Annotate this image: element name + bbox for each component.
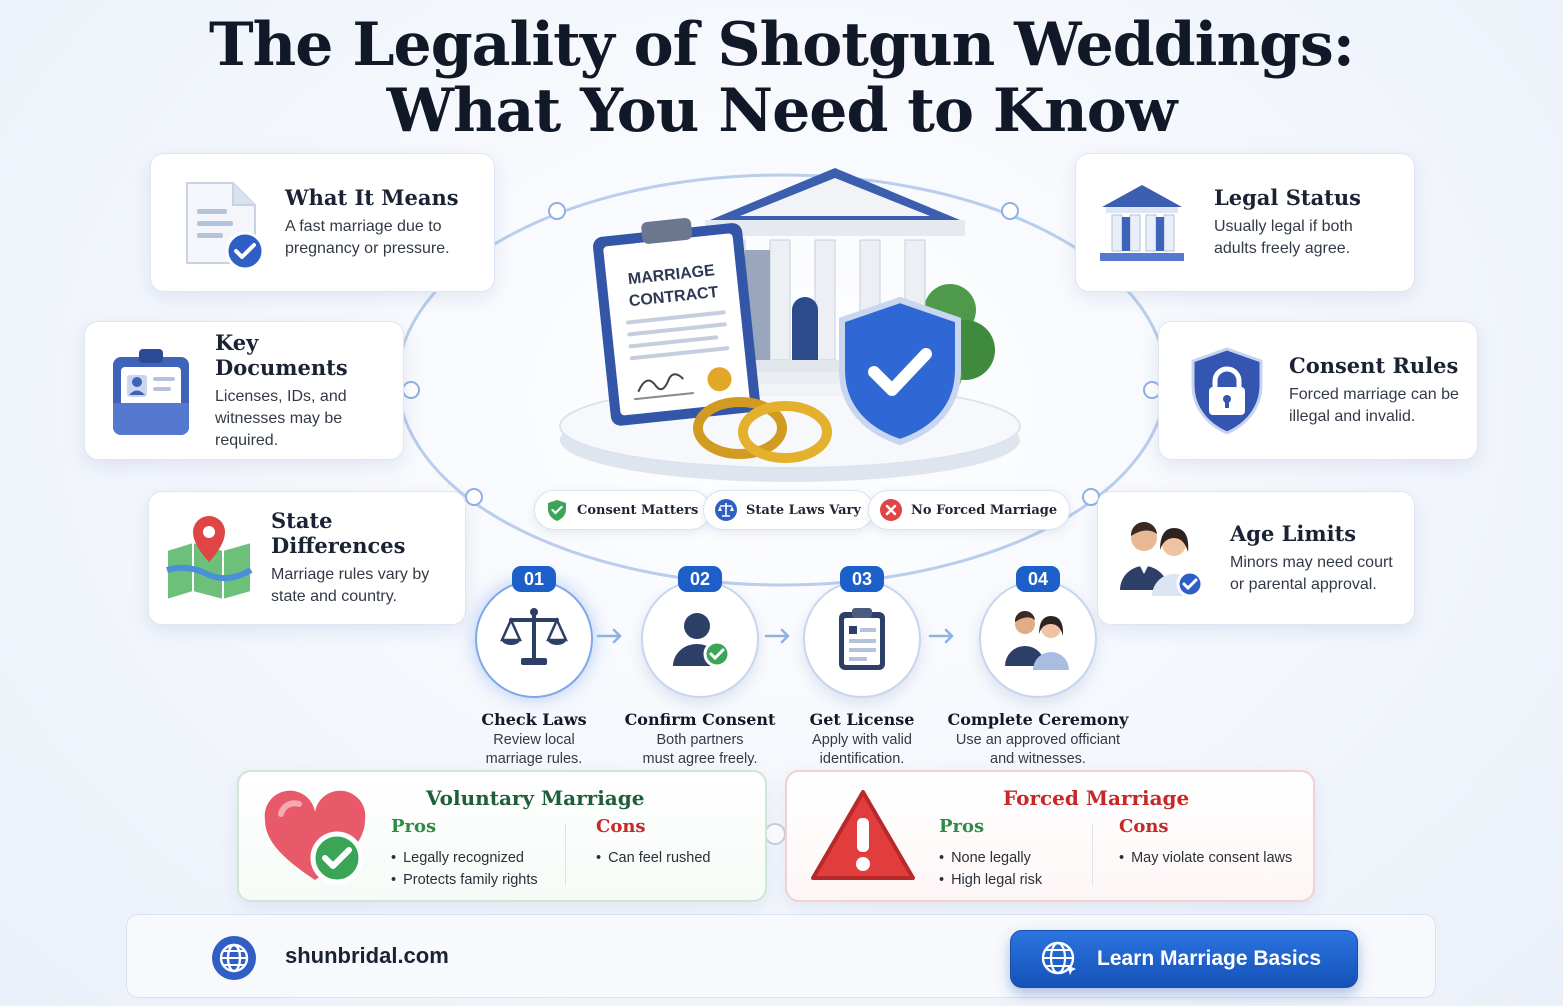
list-item: High legal risk bbox=[939, 869, 1042, 891]
step-number: 02 bbox=[678, 566, 722, 592]
arrow-right-icon bbox=[764, 628, 790, 644]
card-heading: Consent Rules bbox=[1289, 353, 1459, 378]
step-number: 04 bbox=[1016, 566, 1060, 592]
globe-icon bbox=[212, 936, 256, 980]
warning-icon bbox=[811, 790, 915, 880]
pill-label: No Forced Marriage bbox=[911, 502, 1058, 518]
divider bbox=[1092, 824, 1093, 886]
couple-icon bbox=[1005, 610, 1069, 670]
card-text: Minors may need court or parental approv… bbox=[1230, 553, 1393, 593]
step-desc-line-1: Use an approved officiant bbox=[955, 732, 1121, 748]
id-clipboard-icon bbox=[113, 348, 189, 435]
card-heading: Age Limits bbox=[1230, 520, 1357, 546]
step-circle bbox=[475, 580, 593, 698]
list-item: Can feel rushed bbox=[596, 847, 710, 869]
learn-marriage-basics-button[interactable]: Learn Marriage Basics bbox=[1010, 930, 1358, 988]
forced-marriage-box: Forced Marriage Pros None legally High l… bbox=[785, 770, 1315, 902]
step-desc-line-1: Review local bbox=[493, 732, 575, 748]
step-check-laws: 01 Check Laws Review local marriage rule… bbox=[454, 566, 614, 769]
pill-state-laws-vary: State Laws Vary bbox=[703, 490, 874, 530]
step-desc-line-2: identification. bbox=[819, 751, 905, 767]
card-text: Licenses, IDs, and witnesses may be requ… bbox=[215, 387, 347, 449]
step-title: Complete Ceremony bbox=[947, 710, 1129, 729]
step-title: Get License bbox=[809, 710, 915, 729]
scales-icon bbox=[500, 608, 568, 665]
heart-check-icon bbox=[264, 790, 366, 885]
list-item: None legally bbox=[939, 847, 1042, 869]
pill-consent-matters: Consent Matters bbox=[534, 490, 712, 530]
step-get-license: 03 Get License Apply with valid identifi… bbox=[782, 566, 942, 769]
person-check-icon bbox=[673, 613, 731, 668]
card-heading: Key Documents bbox=[215, 329, 348, 380]
card-text: A fast marriage due to pregnancy or pres… bbox=[285, 218, 450, 257]
voluntary-marriage-box: Voluntary Marriage Pros Legally recogniz… bbox=[237, 770, 767, 902]
step-complete-ceremony: 04 Complete Ceremony Use an approved off… bbox=[946, 566, 1130, 769]
step-number: 01 bbox=[512, 566, 556, 592]
card-legal-status: Legal Status Usually legal if both adult… bbox=[1075, 153, 1415, 292]
step-circle bbox=[803, 580, 921, 698]
red-x-icon bbox=[880, 499, 902, 521]
hero-illustration: MARRIAGE CONTRACT bbox=[559, 168, 1021, 482]
green-shield-check-icon bbox=[548, 500, 566, 521]
shield-lock-icon bbox=[1191, 346, 1263, 435]
page-title: The Legality of Shotgun Weddings: What Y… bbox=[0, 12, 1563, 144]
card-age-limits: Age Limits Minors may need court or pare… bbox=[1097, 491, 1415, 625]
scales-badge-icon bbox=[715, 499, 737, 521]
card-text: Marriage rules vary by state and country… bbox=[271, 566, 430, 605]
cons-heading: Cons bbox=[596, 816, 646, 837]
card-text: Usually legal if both adults freely agre… bbox=[1214, 218, 1353, 257]
card-key-documents: Key Documents Licenses, IDs, and witness… bbox=[84, 321, 404, 460]
voluntary-pros: Pros Legally recognized Protects family … bbox=[391, 816, 538, 891]
cons-heading: Cons bbox=[1119, 816, 1169, 837]
card-heading: What It Means bbox=[285, 185, 459, 210]
list-item: Legally recognized bbox=[391, 847, 538, 869]
step-number: 03 bbox=[840, 566, 884, 592]
forced-title: Forced Marriage bbox=[1003, 786, 1190, 810]
document-check-icon bbox=[186, 181, 265, 270]
step-desc-line-1: Apply with valid bbox=[812, 732, 912, 748]
title-line-2: What You Need to Know bbox=[386, 76, 1178, 146]
step-circle bbox=[641, 580, 759, 698]
step-title: Check Laws bbox=[481, 710, 587, 729]
forced-pros: Pros None legally High legal risk bbox=[939, 816, 1042, 891]
step-confirm-consent: 02 Confirm Consent Both partners must ag… bbox=[620, 566, 780, 769]
card-what-it-means: What It Means A fast marriage due to pre… bbox=[150, 153, 495, 292]
pill-label: State Laws Vary bbox=[746, 502, 861, 518]
list-item: May violate consent laws bbox=[1119, 847, 1292, 869]
site-link[interactable]: shunbridal.com bbox=[285, 943, 449, 968]
step-desc-line-2: must agree freely. bbox=[642, 751, 758, 767]
map-pin-icon bbox=[166, 516, 253, 602]
card-state-differences: State Differences Marriage rules vary by… bbox=[148, 491, 466, 625]
globe-cursor-icon bbox=[1041, 941, 1076, 975]
arrow-right-icon bbox=[596, 628, 622, 644]
pros-heading: Pros bbox=[391, 816, 437, 837]
cta-label: Learn Marriage Basics bbox=[1097, 947, 1322, 970]
step-desc-line-2: marriage rules. bbox=[485, 751, 583, 767]
forced-cons: Cons May violate consent laws bbox=[1119, 816, 1292, 869]
card-heading: Legal Status bbox=[1214, 185, 1361, 210]
pill-no-forced-marriage: No Forced Marriage bbox=[868, 490, 1071, 530]
pill-label: Consent Matters bbox=[577, 502, 699, 518]
card-text: Forced marriage can be illegal and inval… bbox=[1289, 386, 1459, 425]
title-line-1: The Legality of Shotgun Weddings: bbox=[209, 10, 1355, 80]
courthouse-icon bbox=[1100, 184, 1184, 261]
card-heading: State Differences bbox=[271, 508, 406, 558]
step-desc-line-2: and witnesses. bbox=[990, 751, 1086, 767]
step-title: Confirm Consent bbox=[624, 710, 776, 729]
step-desc-line-1: Both partners bbox=[656, 732, 744, 748]
clipboard-icon bbox=[839, 608, 885, 670]
card-consent-rules: Consent Rules Forced marriage can be ill… bbox=[1158, 321, 1478, 460]
pros-heading: Pros bbox=[939, 816, 985, 837]
voluntary-cons: Cons Can feel rushed bbox=[596, 816, 710, 869]
couple-check-icon bbox=[1120, 521, 1204, 598]
arrow-right-icon bbox=[928, 628, 954, 644]
divider bbox=[565, 824, 566, 886]
list-item: Protects family rights bbox=[391, 869, 538, 891]
step-circle bbox=[979, 580, 1097, 698]
voluntary-title: Voluntary Marriage bbox=[426, 786, 645, 810]
